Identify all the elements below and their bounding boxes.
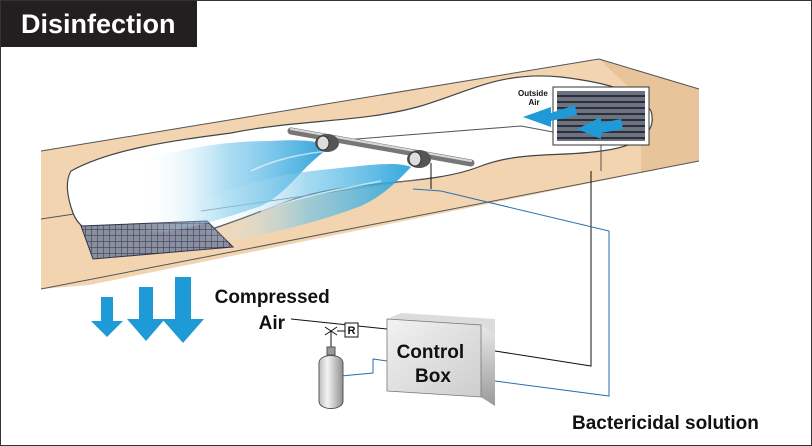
piping	[290, 163, 610, 397]
compressed-air-label: Air	[259, 313, 286, 334]
inflow-arrow	[523, 105, 623, 139]
svg-text:Compressed Air: Compressed Air	[215, 287, 335, 334]
svg-text:Outside Air: Outside Air	[518, 89, 550, 107]
control-box-label: Box	[415, 366, 451, 387]
control-box-label: Control	[397, 342, 465, 363]
regulator-label: R	[348, 325, 356, 337]
outside-air-label: Outside	[518, 89, 548, 98]
compressed-air-label: Compressed	[215, 287, 330, 308]
control-box	[386, 313, 495, 406]
spray-nozzle	[407, 150, 431, 168]
spray-nozzle	[315, 134, 339, 152]
svg-text:Control Box: Control Box	[397, 342, 470, 387]
mist-spray	[141, 140, 411, 241]
exhaust-arrow	[91, 277, 204, 343]
outside-air-label: Air	[528, 98, 539, 107]
page-title: Disinfection	[1, 1, 197, 47]
regulator-icon	[324, 322, 359, 338]
bactericidal-solution-label: Bactericidal solution	[572, 413, 759, 434]
gas-cylinder	[318, 346, 344, 409]
